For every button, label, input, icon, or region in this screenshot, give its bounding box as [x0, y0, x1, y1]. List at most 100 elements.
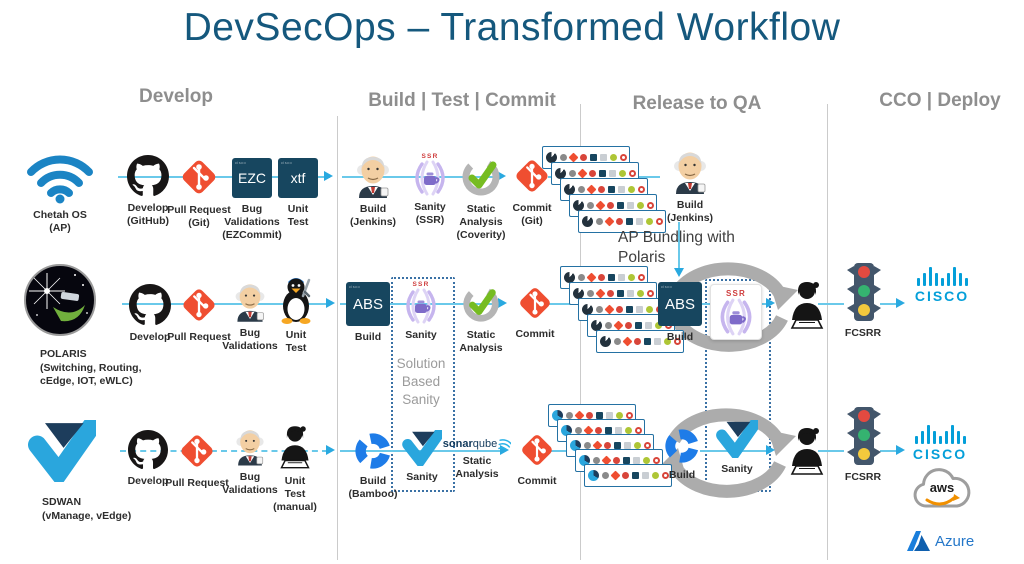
step-label: Sanity [406, 471, 438, 483]
solution-sanity-region [391, 277, 455, 492]
column-separator [580, 104, 581, 560]
sonarqube-waves-icon [498, 439, 512, 450]
step-pull-request-git: Pull Request (Git) [166, 155, 232, 230]
box-watermark: cisco [661, 284, 673, 289]
step-label: FCSRR [844, 327, 882, 339]
step-commit: Commit [510, 283, 560, 341]
step-static-analysis: Static Analysis [454, 284, 508, 355]
sdwan-check-icon [716, 420, 758, 458]
bamboo-icon [664, 428, 700, 464]
abs-icon: cisco ABS [658, 282, 702, 326]
flow-line [818, 303, 844, 305]
aws-text: aws [929, 480, 955, 495]
pipeline-card [584, 464, 672, 487]
column-header-release-to-qa: Release to QA [632, 93, 762, 114]
lane-title-sdwan: SDWAN (vManage, vEdge) [42, 496, 132, 522]
arrowhead [326, 445, 335, 455]
polaris-logo [23, 263, 97, 337]
traffic-light-icon [844, 406, 882, 466]
step-build-jenkins: Build (Jenkins) [348, 152, 398, 229]
step-develop-github: Develop (GitHub) [121, 155, 175, 228]
box-text: xtf [290, 170, 306, 186]
step-label: Develop [129, 331, 171, 343]
step-label: Unit Test [285, 329, 307, 354]
aws-cloud-icon [913, 468, 971, 508]
arrowhead [498, 298, 507, 308]
box-watermark: cisco [349, 284, 361, 289]
arrowhead [766, 298, 775, 308]
git-icon [177, 155, 221, 199]
qa-person-icon [787, 280, 827, 330]
step-label: Static Analysis [455, 455, 499, 480]
step-sanity-sdwan: Sanity [400, 430, 444, 484]
step-label: Sanity (SSR) [414, 201, 446, 226]
step-build-jenkins-qa: Build (Jenkins) [662, 148, 718, 225]
step-bug-validations-ezcommit: cisco EZC Bug Validations (EZCommit) [221, 158, 283, 241]
arrowhead [766, 445, 775, 455]
page-title: DevSecOps – Transformed Workflow [183, 6, 841, 49]
ssr-sanity-icon: SSR [410, 153, 450, 196]
cisco-bars-icon [916, 266, 968, 286]
sonarqube-text-bold: sonar [442, 438, 473, 450]
qa-person-icon [787, 426, 827, 476]
git-icon [176, 430, 218, 472]
lane-polaris-logo [20, 263, 100, 337]
flow-line [818, 450, 844, 452]
git-icon [515, 283, 555, 323]
ssr-sanity-card: SSR [710, 284, 762, 340]
arrowhead [896, 445, 905, 455]
step-bug-validations: Bug Validations [220, 280, 280, 353]
step-sanity-ssr: SSR Sanity (SSR) [404, 153, 456, 227]
step-label: Static Analysis [459, 329, 503, 354]
azure-text: Azure [935, 532, 975, 550]
step-label: Static Analysis (Coverity) [456, 203, 506, 241]
step-label: Commit (Git) [512, 202, 552, 227]
tux-penguin-icon [278, 276, 314, 324]
step-label: Unit Test [287, 203, 309, 228]
box-text: ABS [352, 295, 383, 313]
step-label: Build [666, 331, 694, 343]
pipeline-card [596, 330, 684, 353]
arrowhead [500, 445, 509, 455]
step-pull-request: Pull Request [166, 284, 232, 344]
fcsrr-gate: FCSRR [840, 406, 886, 484]
lane-title-polaris: POLARIS (Switching, Routing, cEdge, IOT,… [40, 348, 142, 388]
azure-logo: Azure [906, 530, 974, 552]
cisco-logo: CISCO [900, 424, 980, 462]
step-build-bamboo-qa: Build [658, 428, 706, 482]
arrowhead [324, 171, 333, 181]
github-icon [129, 284, 171, 326]
sdwan-check-icon [28, 420, 96, 482]
flow-line [118, 176, 330, 178]
arrowhead [326, 298, 335, 308]
column-separator [827, 104, 828, 560]
cisco-bars-icon [914, 424, 966, 444]
step-unit-test-tux: Unit Test [272, 276, 320, 355]
abs-icon: cisco ABS [346, 282, 390, 326]
git-icon [178, 284, 220, 326]
step-label: Sanity [405, 329, 437, 341]
qa-person-icon [277, 424, 313, 470]
step-label: Build (Jenkins) [666, 199, 714, 224]
traffic-light-icon [844, 262, 882, 322]
cisco-text: CISCO [914, 288, 970, 304]
fcsrr-gate: FCSRR [840, 262, 886, 340]
ssr-tag: SSR [725, 289, 747, 298]
cisco-logo: CISCO [902, 266, 982, 304]
github-icon [128, 430, 168, 470]
step-build-abs: cisco ABS Build [342, 282, 394, 344]
step-label: FCSRR [844, 471, 882, 483]
step-label: Pull Request [165, 477, 229, 489]
box-text: EZC [238, 170, 266, 186]
azure-icon [907, 531, 930, 551]
step-commit: Commit [512, 430, 562, 488]
step-label: Develop (GitHub) [127, 202, 169, 227]
arrowhead [497, 171, 506, 181]
step-label: Commit [517, 475, 557, 487]
flow-line [880, 450, 900, 452]
step-label: Pull Request (Git) [167, 204, 231, 229]
bamboo-icon [354, 432, 392, 470]
